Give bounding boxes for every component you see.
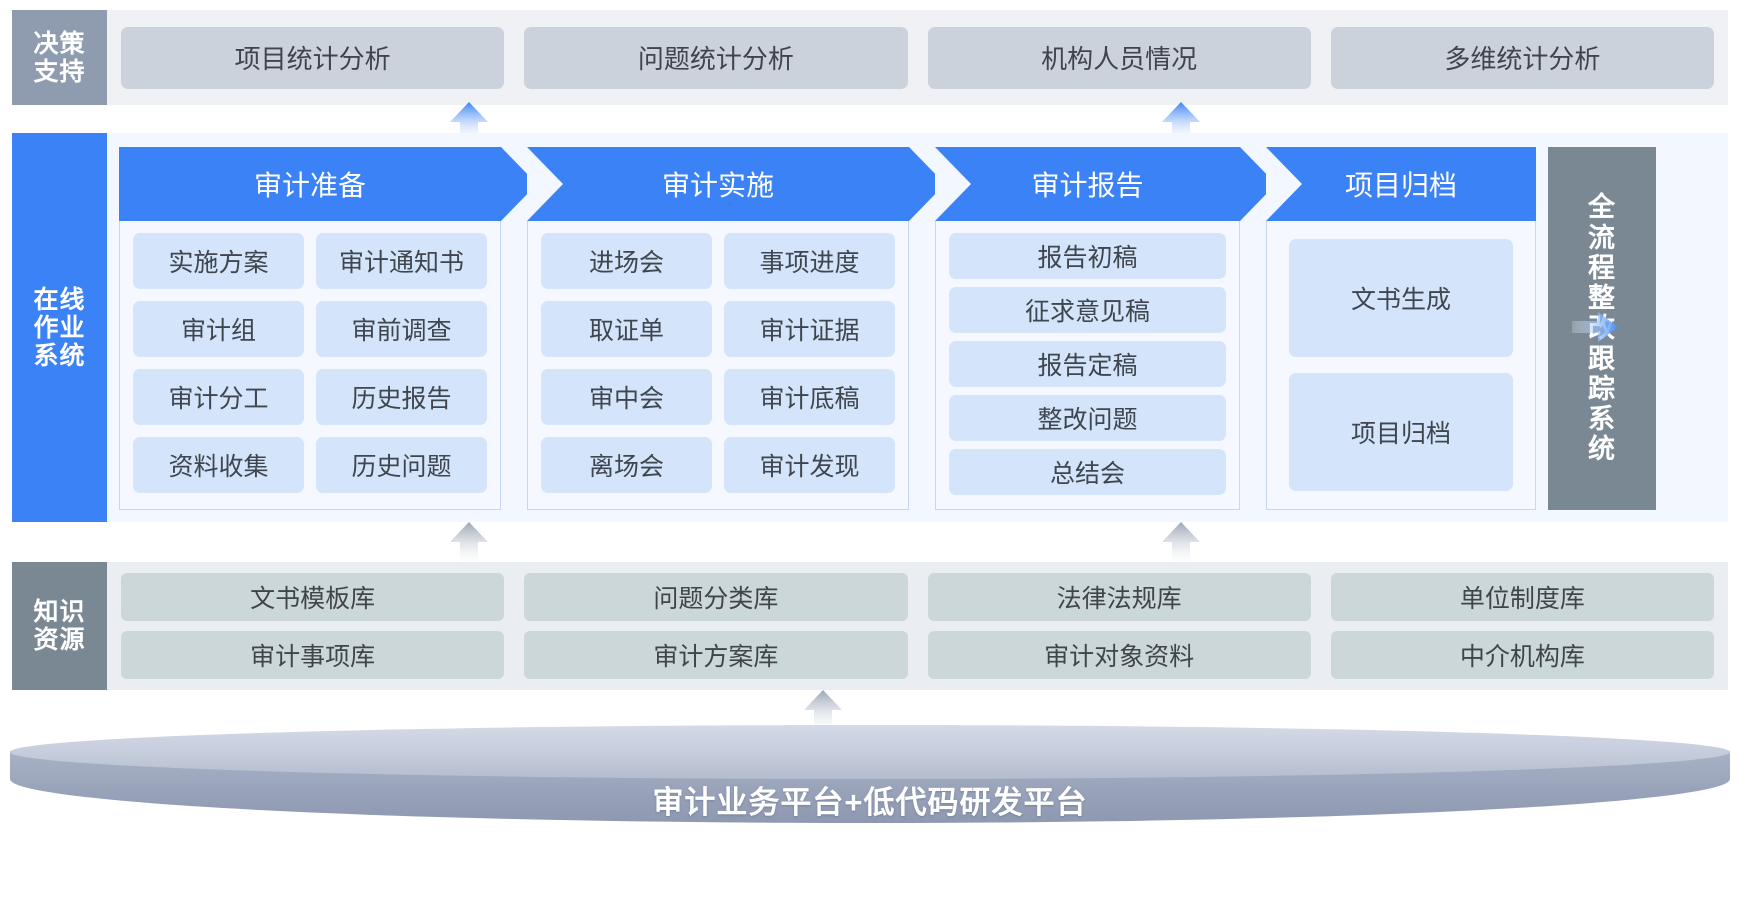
knowledge-row-2: 审计事项库 审计方案库 审计对象资料 中介机构库: [121, 631, 1714, 679]
decision-support-label: 决策 支持: [12, 10, 107, 105]
phase-tiles-project-archiving: 文书生成 项目归档: [1266, 221, 1536, 510]
decision-card-org-personnel[interactable]: 机构人员情况: [927, 26, 1311, 89]
phase-title-audit-report[interactable]: 审计报告: [935, 147, 1276, 221]
tile-audit-notice[interactable]: 审计通知书: [316, 233, 487, 289]
tile-historical-report[interactable]: 历史报告: [316, 369, 487, 425]
phase-audit-implementation: 审计实施 进场会 事项进度 取证单 审计证据 审中会 审计底稿 离场会 审计发现: [527, 147, 945, 510]
phase-audit-preparation: 审计准备 实施方案 审计通知书 审计组 审前调查 审计分工 历史报告 资料收集 …: [119, 147, 537, 510]
arrow-up-online-to-decision-1: [448, 100, 490, 142]
decision-card-project-stats[interactable]: 项目统计分析: [121, 26, 505, 89]
decision-support-label-line-2: 支持: [33, 57, 86, 86]
platform-label: 审计业务平台+低代码研发平台: [652, 785, 1088, 820]
tile-audit-evidence[interactable]: 审计证据: [724, 301, 895, 357]
knowledge-card-audit-item-lib[interactable]: 审计事项库: [121, 631, 505, 679]
knowledge-card-audit-plan-lib[interactable]: 审计方案库: [524, 631, 908, 679]
knowledge-card-unit-system-lib[interactable]: 单位制度库: [1330, 573, 1714, 621]
tile-mid-audit-meeting[interactable]: 审中会: [541, 369, 712, 425]
decision-card-multidim-stats[interactable]: 多维统计分析: [1330, 26, 1714, 89]
rect-char-6: 跟: [1588, 343, 1616, 374]
tile-implementation-plan[interactable]: 实施方案: [133, 233, 304, 289]
online-system-label-line-2: 作业: [33, 313, 86, 342]
tile-summary-meeting[interactable]: 总结会: [949, 449, 1226, 495]
tile-data-collection[interactable]: 资料收集: [133, 437, 304, 493]
platform-base: 审计业务平台+低代码研发平台: [10, 725, 1730, 845]
phase-tiles-audit-implementation: 进场会 事项进度 取证单 审计证据 审中会 审计底稿 离场会 审计发现: [527, 221, 909, 510]
phase-audit-report: 审计报告 报告初稿 征求意见稿 报告定稿 整改问题 总结会: [935, 147, 1276, 510]
tile-rectification-issues[interactable]: 整改问题: [949, 395, 1226, 441]
arrow-up-knowledge-to-online-2: [1160, 522, 1202, 564]
tile-audit-findings[interactable]: 审计发现: [724, 437, 895, 493]
rectification-tracking-band: 全 流 程 整 改 跟 踪 系 统: [1548, 147, 1656, 510]
rect-char-1: 全: [1588, 192, 1616, 223]
phase-title-project-archiving[interactable]: 项目归档: [1266, 147, 1536, 221]
rect-char-8: 系: [1588, 404, 1616, 435]
decision-support-cards: 项目统计分析 问题统计分析 机构人员情况 多维统计分析: [107, 10, 1728, 105]
knowledge-card-doc-template-lib[interactable]: 文书模板库: [121, 573, 505, 621]
knowledge-resources-cards: 文书模板库 问题分类库 法律法规库 单位制度库 审计事项库 审计方案库 审计对象…: [107, 562, 1728, 690]
knowledge-row-1: 文书模板库 问题分类库 法律法规库 单位制度库: [121, 573, 1714, 621]
phase-project-archiving: 项目归档 文书生成 项目归档: [1266, 147, 1536, 510]
online-system-label-line-3: 系统: [33, 341, 86, 370]
tile-document-generation[interactable]: 文书生成: [1289, 239, 1513, 357]
tile-historical-issues[interactable]: 历史问题: [316, 437, 487, 493]
tile-item-progress[interactable]: 事项进度: [724, 233, 895, 289]
knowledge-label-line-2: 资源: [33, 626, 86, 654]
rect-char-9: 统: [1588, 434, 1616, 465]
knowledge-card-issue-category-lib[interactable]: 问题分类库: [524, 573, 908, 621]
rect-char-3: 程: [1588, 252, 1616, 283]
decision-support-label-line-1: 决策: [33, 29, 86, 58]
knowledge-label-line-1: 知识: [33, 598, 86, 626]
knowledge-card-agency-lib[interactable]: 中介机构库: [1330, 631, 1714, 679]
tile-pre-audit-survey[interactable]: 审前调查: [316, 301, 487, 357]
tile-comment-draft[interactable]: 征求意见稿: [949, 287, 1226, 333]
knowledge-card-audit-object-data[interactable]: 审计对象资料: [927, 631, 1311, 679]
phase-tiles-audit-report: 报告初稿 征求意见稿 报告定稿 整改问题 总结会: [935, 221, 1240, 510]
platform-cylinder-top: [10, 725, 1730, 779]
rectification-tracking-label: 全 流 程 整 改 跟 踪 系 统: [1548, 147, 1656, 510]
tile-project-archive[interactable]: 项目归档: [1289, 373, 1513, 491]
arrow-up-online-to-decision-2: [1160, 100, 1202, 142]
tile-final-report[interactable]: 报告定稿: [949, 341, 1226, 387]
knowledge-resources-layer: 知识 资源 文书模板库 问题分类库 法律法规库 单位制度库 审计事项库 审计方案…: [12, 562, 1728, 690]
online-system-label-line-1: 在线: [33, 285, 86, 314]
rect-char-4: 整: [1588, 283, 1616, 314]
phase-title-audit-preparation[interactable]: 审计准备: [119, 147, 537, 221]
knowledge-resources-label: 知识 资源: [12, 562, 107, 690]
arrow-up-platform-to-knowledge: [802, 690, 844, 732]
tile-exit-meeting[interactable]: 离场会: [541, 437, 712, 493]
tile-report-draft[interactable]: 报告初稿: [949, 233, 1226, 279]
knowledge-card-law-regulation-lib[interactable]: 法律法规库: [927, 573, 1311, 621]
phase-flow: 审计准备 实施方案 审计通知书 审计组 审前调查 审计分工 历史报告 资料收集 …: [107, 133, 1728, 522]
tile-audit-team[interactable]: 审计组: [133, 301, 304, 357]
tile-evidence-form[interactable]: 取证单: [541, 301, 712, 357]
tile-audit-working-paper[interactable]: 审计底稿: [724, 369, 895, 425]
phase-title-audit-implementation[interactable]: 审计实施: [527, 147, 945, 221]
tile-audit-division[interactable]: 审计分工: [133, 369, 304, 425]
phase-tiles-audit-preparation: 实施方案 审计通知书 审计组 审前调查 审计分工 历史报告 资料收集 历史问题: [119, 221, 501, 510]
arrow-up-knowledge-to-online-1: [448, 522, 490, 564]
tile-entry-meeting[interactable]: 进场会: [541, 233, 712, 289]
online-system-label: 在线 作业 系统: [12, 133, 107, 522]
rect-char-7: 踪: [1588, 373, 1616, 404]
decision-support-layer: 决策 支持 项目统计分析 问题统计分析 机构人员情况 多维统计分析: [12, 10, 1728, 105]
rect-char-2: 流: [1588, 222, 1616, 253]
online-operation-layer: 在线 作业 系统 审计准备 实施方案 审计通知书 审计组 审前调查 审计分工 历…: [12, 133, 1728, 522]
decision-card-issue-stats[interactable]: 问题统计分析: [524, 26, 908, 89]
arrow-right-to-rectification-tracking: [1572, 310, 1618, 344]
